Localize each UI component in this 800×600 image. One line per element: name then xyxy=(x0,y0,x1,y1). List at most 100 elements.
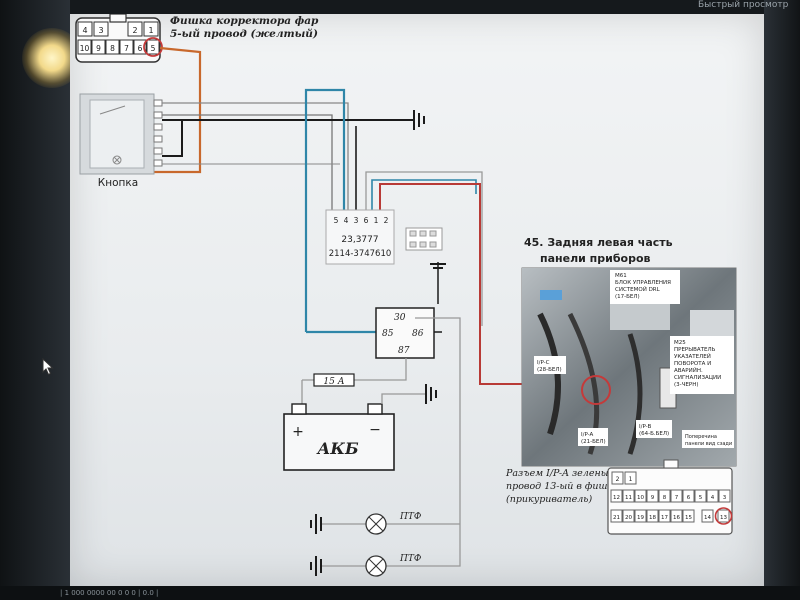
button-switch xyxy=(79,93,163,175)
monitor-bezel-top xyxy=(0,0,800,14)
ipa-row2: 12 11 10 9 8 7 6 5 4 3 xyxy=(610,489,731,503)
battery-label: АКБ xyxy=(316,439,359,458)
relay-pin-30: 30 xyxy=(394,313,406,323)
pin-label: 8 xyxy=(110,44,115,53)
taskbar-text: | 1 000 0000 00 0 0 0 | 0.0 | xyxy=(60,589,159,597)
ipa-connector: 2 1 12 11 10 9 xyxy=(607,459,733,535)
pin-label: 9 xyxy=(651,495,655,501)
pin-label: 3 xyxy=(723,495,727,501)
fog-lamp-label: ПТФ xyxy=(399,512,422,522)
callout-text: M61 xyxy=(615,273,627,279)
dashboard-photo: M61 БЛОК УПРАВЛЕНИЯ СИСТЕМОЙ DRL (17-БЕЛ… xyxy=(521,267,737,467)
block-pin: 2 xyxy=(384,216,389,225)
callout-text: СИСТЕМОЙ DRL xyxy=(615,286,661,293)
callout-text: СИГНАЛИЗАЦИИ xyxy=(674,375,721,381)
pin-label: 2 xyxy=(616,476,620,483)
callout-text: (28-БЕЛ) xyxy=(537,367,562,373)
block-pin: 4 xyxy=(344,216,349,225)
relay-connector-block: 5 4 3 6 1 2 23,3777 2114-3747610 xyxy=(325,209,395,265)
pin-label: 7 xyxy=(675,495,679,501)
battery: + − АКБ xyxy=(283,403,395,471)
pin-label: 15 xyxy=(685,515,692,521)
gray-wire xyxy=(162,102,349,214)
pin-label: 10 xyxy=(80,44,90,53)
pin-label: 17 xyxy=(661,515,668,521)
highlight-circle xyxy=(581,375,611,405)
pin-label: 4 xyxy=(711,495,715,501)
highlight-circle xyxy=(143,37,163,57)
pin-label: 18 xyxy=(649,515,656,521)
ground-symbol xyxy=(430,262,446,304)
wiring-diagram: 4 3 2 1 10 9 8 7 6 5 xyxy=(75,14,737,577)
pin-label: 13 xyxy=(720,515,727,521)
ipa-row3: 21 20 19 18 17 16 15 14 13 xyxy=(610,509,730,523)
fog-lamp-1: ПТФ xyxy=(310,512,422,535)
photo-title: 45. Задняя левая часть xyxy=(524,236,673,249)
relay-code-1: 23,3777 xyxy=(341,235,378,245)
pin-label: 6 xyxy=(687,495,691,501)
monitor-bezel-left xyxy=(0,0,70,600)
highlight-circle xyxy=(714,507,733,525)
callout-text: (17-БЕЛ) xyxy=(615,294,640,300)
gray-wire xyxy=(381,393,426,404)
block-pin: 1 xyxy=(374,216,379,225)
gray-wire xyxy=(365,171,483,326)
callout-text: M25 xyxy=(674,340,686,346)
gray-wire xyxy=(162,114,333,214)
relay-pin-layout xyxy=(405,227,443,251)
relay-pin-85: 85 xyxy=(382,329,394,339)
red-wire xyxy=(379,183,522,385)
callout-text: (3-ЧЕРН) xyxy=(674,382,698,388)
callout-text: УКАЗАТЕЛЕЙ xyxy=(674,353,711,360)
pin-label: 20 xyxy=(625,515,632,521)
black-wire xyxy=(162,120,183,157)
ground-symbol xyxy=(425,384,437,404)
fuse-label: 15 А xyxy=(323,377,344,387)
pin-label: 8 xyxy=(663,495,667,501)
pin-label: 6 xyxy=(138,44,143,53)
ipa-note-line3: (прикуриватель) xyxy=(506,494,592,505)
callout-text: I/P-C xyxy=(537,360,550,366)
button-label: Кнопка xyxy=(98,177,138,189)
callout-text: АВАРИЙН. xyxy=(674,367,703,374)
fog-lamp-label: ПТФ xyxy=(399,554,422,564)
ipa-note-line2: провод 13-ый в фишке xyxy=(506,481,619,492)
quick-preview-label[interactable]: Быстрый просмотр xyxy=(698,0,789,10)
pin-label: 5 xyxy=(151,44,156,53)
pin-label: 1 xyxy=(148,26,153,35)
connector-top-row2: 10 9 8 7 6 5 xyxy=(77,39,160,55)
pin-label: 5 xyxy=(699,495,703,501)
ipa-note-line1: Разъем I/P-A зеленый xyxy=(505,468,615,479)
block-pin: 3 xyxy=(354,216,359,225)
callout-text: Поперечина xyxy=(685,434,717,440)
pin-label: 12 xyxy=(613,495,620,501)
pin-label: 14 xyxy=(704,515,711,521)
photo-subtitle: панели приборов xyxy=(540,252,651,265)
pin-label: 4 xyxy=(82,26,87,35)
document-view: 4 3 2 1 10 9 8 7 6 5 xyxy=(70,14,764,586)
callout-text: ПОВОРОТА И xyxy=(674,361,711,367)
callout-text: ПРЕРЫВАТЕЛЬ xyxy=(674,347,716,353)
callout-text: (21-БЕЛ) xyxy=(581,439,606,445)
monitor-bezel-right xyxy=(764,0,800,600)
relay-code-2: 2114-3747610 xyxy=(329,249,392,259)
corrector-subtitle: 5-ый провод (желтый) xyxy=(170,27,318,40)
pin-label: 3 xyxy=(98,26,103,35)
callout-text: I/P-B xyxy=(639,424,651,430)
block-pin: 5 xyxy=(334,216,339,225)
fog-lamp-2: ПТФ xyxy=(310,554,422,577)
pin-label: 1 xyxy=(629,476,633,483)
connector-top-row1: 4 3 2 1 xyxy=(77,21,159,37)
block-pin: 6 xyxy=(364,216,369,225)
pin-label: 11 xyxy=(625,495,632,501)
pin-label: 16 xyxy=(673,515,680,521)
callout-text: I/P-A xyxy=(581,432,594,438)
pin-label: 9 xyxy=(96,44,101,53)
pin-label: 10 xyxy=(637,495,644,501)
pin-label: 2 xyxy=(132,26,137,35)
pin-label: 7 xyxy=(124,44,129,53)
relay: 30 85 86 87 xyxy=(375,307,435,359)
fuse: 15 А xyxy=(313,373,355,387)
relay-pin-86: 86 xyxy=(412,329,424,339)
